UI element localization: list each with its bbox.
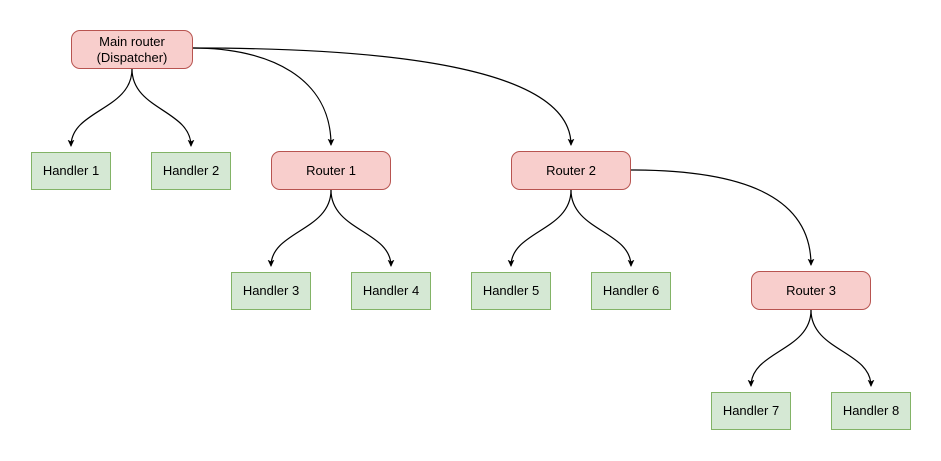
node-label-handler-1: Handler 1 <box>42 163 100 178</box>
node-label-router-3: Router 3 <box>786 282 836 298</box>
node-handler-8[interactable]: Handler 8 <box>831 392 911 430</box>
edge-router-2-to-handler-5 <box>507 189 572 267</box>
edge-router-1-to-handler-4 <box>330 189 395 267</box>
edge-router-2-to-router-3 <box>630 169 815 266</box>
node-handler-3[interactable]: Handler 3 <box>231 272 311 310</box>
edge-main-to-handler-1 <box>67 68 133 147</box>
node-label-handler-5: Handler 5 <box>482 283 540 298</box>
node-router-1[interactable]: Router 1 <box>271 151 391 190</box>
edge-main-to-handler-2 <box>131 68 195 147</box>
node-handler-5[interactable]: Handler 5 <box>471 272 551 310</box>
edge-router-2-to-handler-6 <box>570 189 635 267</box>
node-handler-7[interactable]: Handler 7 <box>711 392 791 430</box>
node-label-router-1: Router 1 <box>306 162 356 178</box>
node-label-handler-3: Handler 3 <box>242 283 300 298</box>
edge-router-3-to-handler-7 <box>747 309 812 387</box>
edge-main-to-router-2 <box>192 47 575 146</box>
node-handler-4[interactable]: Handler 4 <box>351 272 431 310</box>
node-label-handler-2: Handler 2 <box>162 163 220 178</box>
node-label-handler-4: Handler 4 <box>362 283 420 298</box>
node-label-main-router: Main router (Dispatcher) <box>96 33 168 65</box>
node-handler-6[interactable]: Handler 6 <box>591 272 671 310</box>
node-main-router[interactable]: Main router (Dispatcher) <box>71 30 193 69</box>
node-label-handler-7: Handler 7 <box>722 403 780 418</box>
node-handler-1[interactable]: Handler 1 <box>31 152 111 190</box>
node-router-3[interactable]: Router 3 <box>751 271 871 310</box>
edge-router-1-to-handler-3 <box>267 189 332 267</box>
edge-paths <box>67 47 875 387</box>
edge-main-to-router-1 <box>192 47 335 146</box>
node-label-handler-8: Handler 8 <box>842 403 900 418</box>
node-label-handler-6: Handler 6 <box>602 283 660 298</box>
node-router-2[interactable]: Router 2 <box>511 151 631 190</box>
node-label-router-2: Router 2 <box>546 162 596 178</box>
edge-router-3-to-handler-8 <box>810 309 875 387</box>
node-handler-2[interactable]: Handler 2 <box>151 152 231 190</box>
